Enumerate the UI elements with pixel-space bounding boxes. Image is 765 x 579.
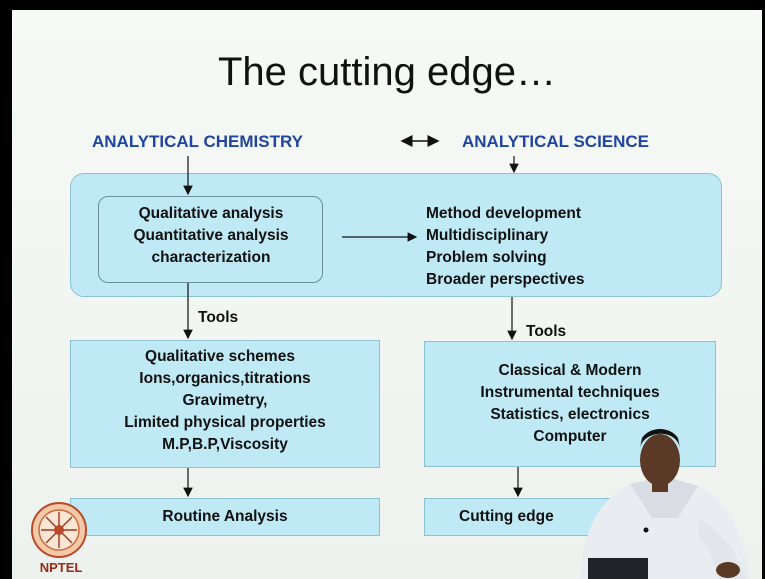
analysis-line-1: Qualitative analysis [138,205,284,222]
nptel-logo: NPTEL [31,502,87,575]
right-tools-line-2: Instrumental techniques [480,384,660,401]
science-line-2: Multidisciplinary [426,227,549,244]
right-tools-line-4: Computer [533,428,607,445]
analysis-line-3: characterization [151,249,271,266]
analytical-science-heading: ANALYTICAL SCIENCE [462,132,650,151]
right-tools-line-3: Statistics, electronics [490,406,650,423]
left-tools-line-2: Ions,organics,titrations [139,370,311,387]
science-line-3: Problem solving [426,249,547,266]
cutting-edge-label: Cutting edge [459,508,554,525]
nptel-logo-text: NPTEL [40,560,83,575]
left-tools-label: Tools [198,309,239,326]
left-tools-line-4: Limited physical properties [124,414,326,431]
routine-analysis-box [70,498,380,536]
top-box [70,173,722,297]
inner-analysis-box [98,196,323,283]
left-tools-line-1: Qualitative schemes [145,348,295,365]
connector-arrows [183,135,523,498]
slide-title: The cutting edge… [218,50,556,94]
science-line-4: Broader perspectives [426,271,585,288]
analysis-line-2: Quantitative analysis [133,227,289,244]
science-line-1: Method development [426,205,582,222]
left-tools-line-5: M.P,B.P,Viscosity [162,436,288,453]
left-tools-box [70,340,380,468]
left-tools-line-3: Gravimetry, [182,392,268,409]
right-tools-line-1: Classical & Modern [498,362,642,379]
presenter-image [580,429,750,579]
slide: The cutting edge… ANALYTICAL CHEMISTRY A… [12,10,762,579]
right-tools-label: Tools [526,323,567,340]
routine-analysis-label: Routine Analysis [162,508,288,525]
analytical-chemistry-heading: ANALYTICAL CHEMISTRY [92,132,303,151]
